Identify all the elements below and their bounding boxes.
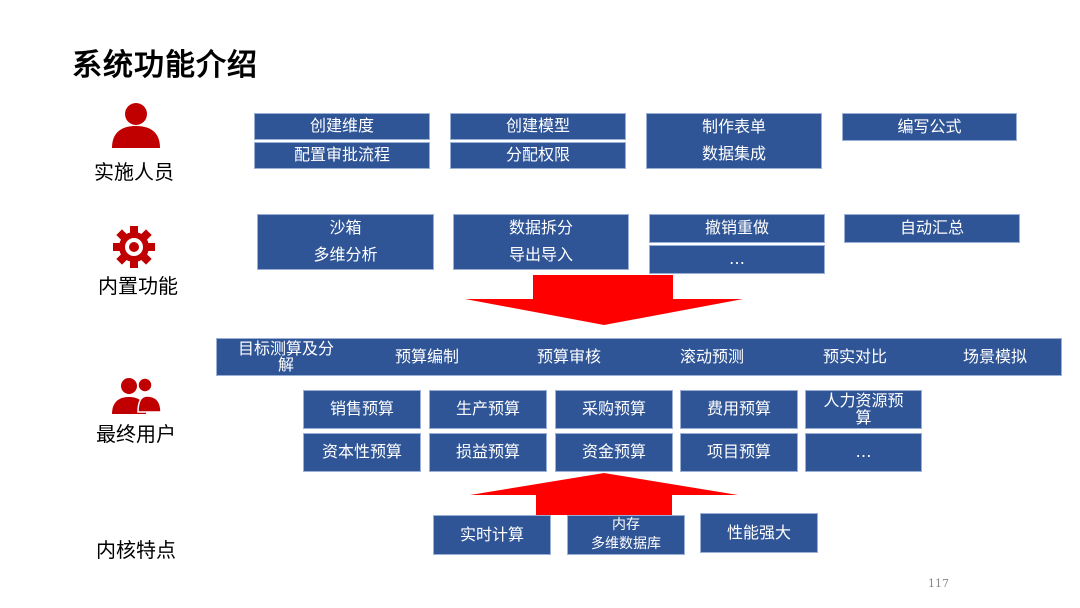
users-icon	[112, 377, 162, 414]
process-budget-prepare: 预算编制	[394, 347, 459, 366]
budget-hr: 人力资源预算	[805, 390, 922, 429]
box-sandbox-analysis: 沙箱多维分析	[257, 214, 434, 270]
budget-capital: 资本性预算	[303, 433, 421, 472]
budget-profit-loss: 损益预算	[429, 433, 547, 472]
box-assign-permission: 分配权限	[450, 142, 626, 169]
up-arrow-icon	[470, 473, 738, 515]
budget-project: 项目预算	[680, 433, 798, 472]
row-label-implementer: 实施人员	[94, 160, 174, 184]
row-label-enduser: 最终用户	[96, 422, 176, 446]
box-create-model: 创建模型	[450, 113, 626, 140]
page-number: 117	[928, 577, 949, 590]
budget-expense: 费用预算	[680, 390, 798, 429]
process-rolling-forecast: 滚动预测	[679, 347, 744, 366]
gear-icon	[113, 226, 155, 268]
budget-more: …	[805, 433, 922, 472]
box-approval-flow: 配置审批流程	[254, 142, 430, 169]
row-label-builtin: 内置功能	[98, 274, 178, 298]
process-target-decompose: 目标测算及分解	[237, 339, 334, 374]
process-actual-compare: 预实对比	[822, 347, 887, 366]
person-icon	[112, 103, 160, 148]
page-title: 系统功能介绍	[72, 48, 258, 83]
budget-production: 生产预算	[429, 390, 547, 429]
budget-procurement: 采购预算	[555, 390, 673, 429]
box-undo-redo: 撤销重做	[649, 214, 825, 243]
budget-sales: 销售预算	[303, 390, 421, 429]
box-split-import-export: 数据拆分导出导入	[453, 214, 629, 270]
box-auto-summary: 自动汇总	[844, 214, 1020, 243]
down-arrow-icon	[465, 275, 743, 325]
kernel-realtime-calc: 实时计算	[433, 515, 551, 555]
process-budget-review: 预算审核	[536, 347, 601, 366]
kernel-performance: 性能强大	[700, 513, 818, 553]
kernel-in-memory-olap: 内存多维数据库	[567, 515, 685, 555]
process-scenario-simulate: 场景模拟	[962, 347, 1027, 366]
box-create-dimension: 创建维度	[254, 113, 430, 140]
row-label-kernel: 内核特点	[96, 538, 176, 562]
process-bar: 目标测算及分解 预算编制 预算审核 滚动预测 预实对比 场景模拟	[216, 338, 1062, 376]
box-more-builtin: …	[649, 245, 825, 274]
box-write-formula: 编写公式	[842, 113, 1017, 141]
box-form-data-integration: 制作表单数据集成	[646, 113, 822, 169]
budget-funds: 资金预算	[555, 433, 673, 472]
